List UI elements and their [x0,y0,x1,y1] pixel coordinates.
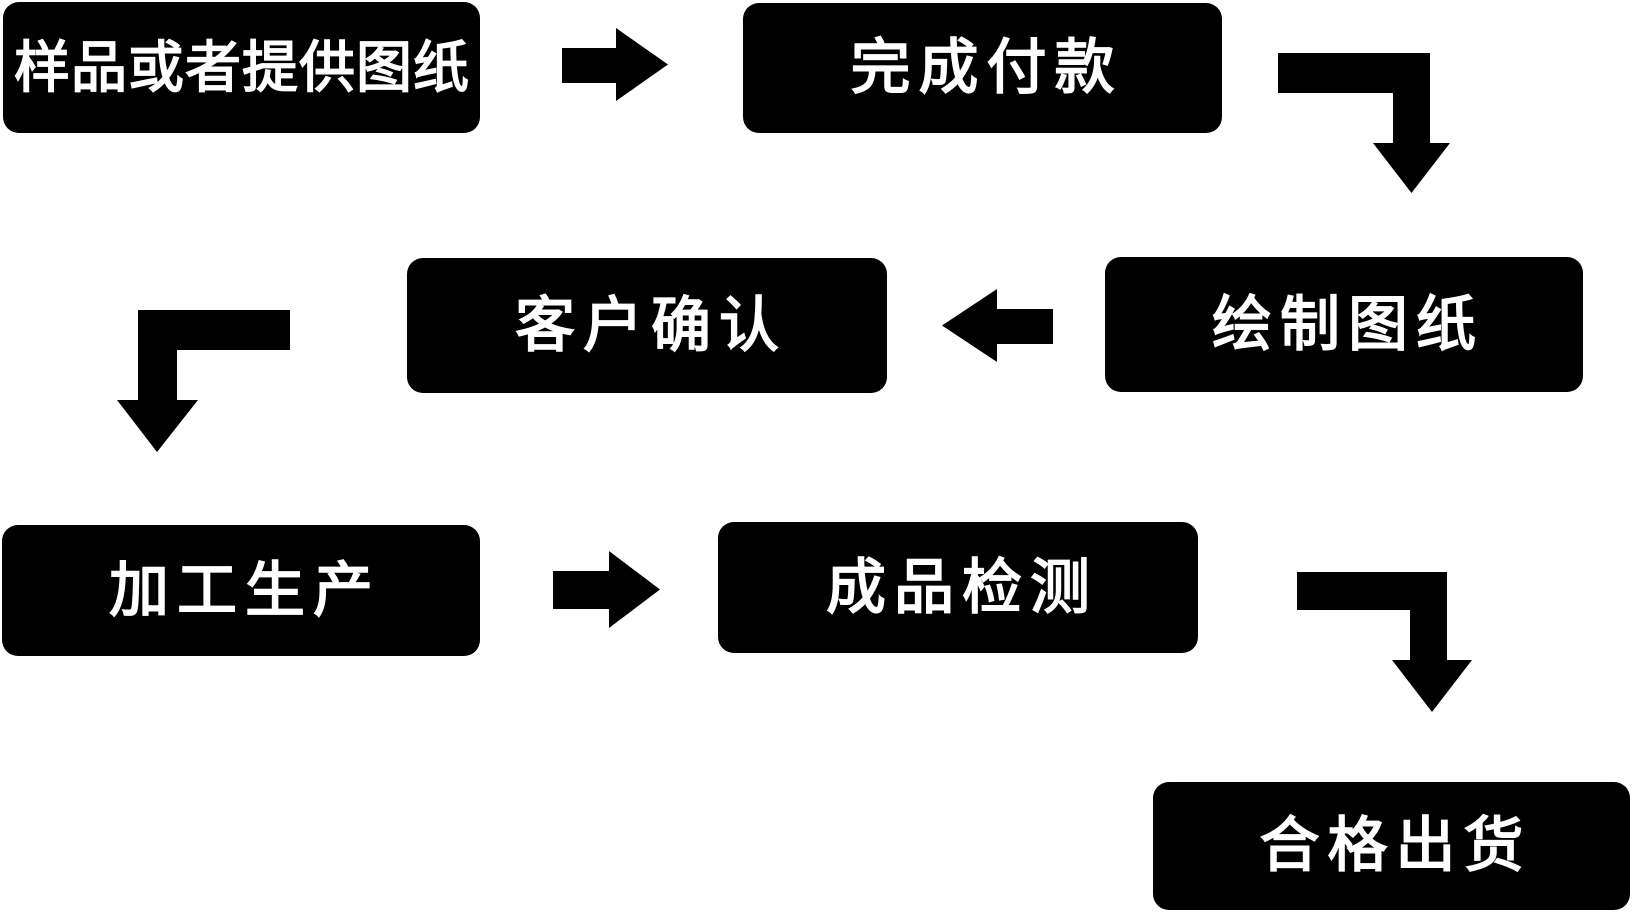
arrow-right-icon [553,551,660,628]
arrow-left-icon [942,289,1053,362]
flow-node-label: 绘制图纸 [1212,290,1484,358]
flow-node-processing-production: 加工生产 [2,525,480,656]
flow-node-complete-payment: 完成付款 [743,3,1222,133]
arrow-bent-left-down-icon [117,310,290,452]
flow-node-label: 加工生产 [109,556,381,624]
flow-node-product-inspection: 成品检测 [718,522,1198,653]
arrow-bent-right-down-icon [1278,53,1450,193]
flow-node-qualified-shipment: 合格出货 [1153,782,1630,910]
flow-node-label: 客户确认 [515,291,787,359]
flow-node-label: 合格出货 [1259,812,1532,879]
flow-node-customer-confirmation: 客户确认 [407,258,887,393]
flow-node-label: 成品检测 [826,553,1098,621]
flow-node-sample-or-drawing: 样品或者提供图纸 [3,2,480,133]
arrow-bent-right-down-icon [1297,572,1472,712]
arrow-right-icon [562,28,668,101]
flow-node-label: 样品或者提供图纸 [14,35,470,99]
flow-node-draw-drawings: 绘制图纸 [1105,257,1583,392]
flow-node-label: 完成付款 [850,34,1123,101]
